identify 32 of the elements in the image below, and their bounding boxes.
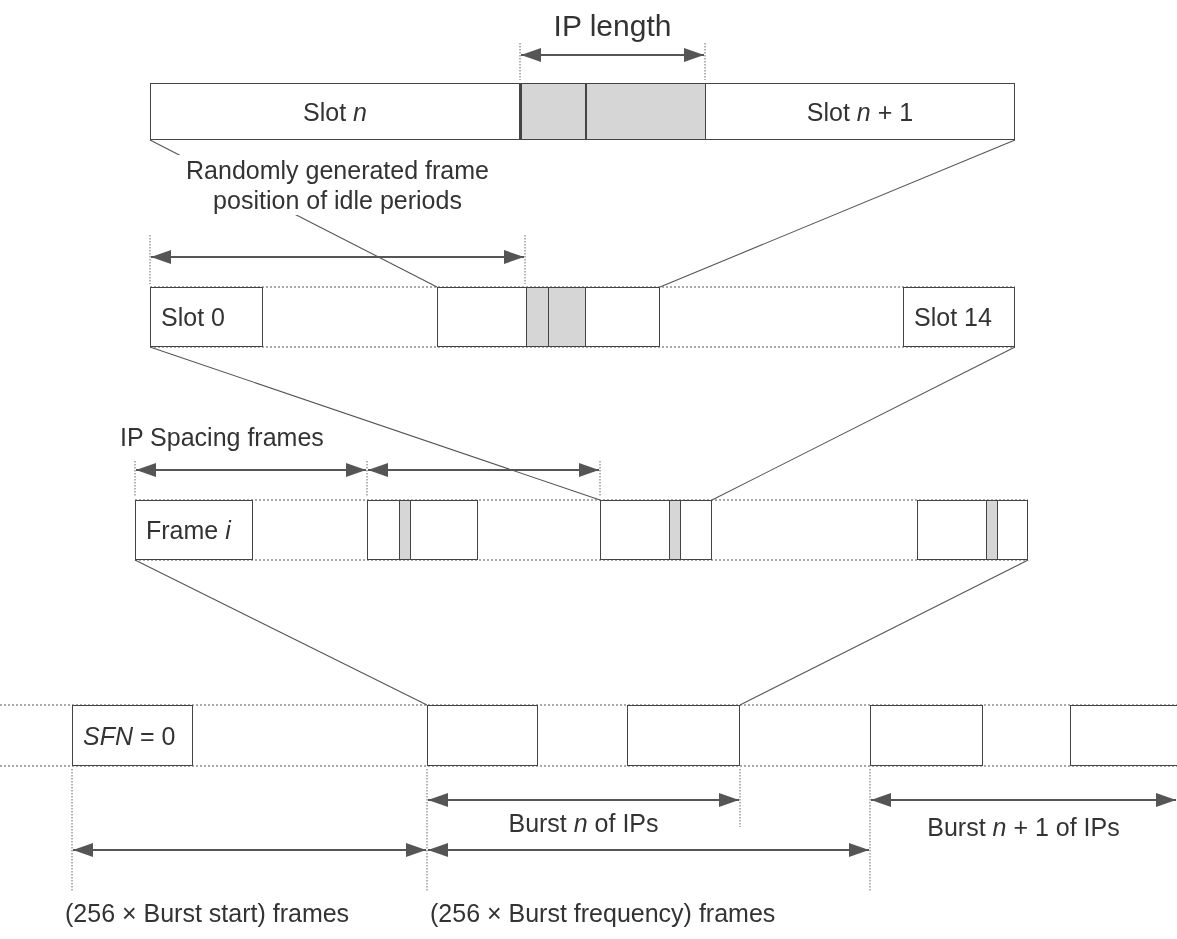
slot-box bbox=[150, 83, 520, 140]
zoom-line bbox=[739, 559, 1029, 706]
frame-box bbox=[1070, 705, 1177, 766]
zoom-line bbox=[134, 559, 428, 706]
slot-label: Slot n bbox=[303, 97, 367, 126]
dimension-label: (256 × Burst start) frames bbox=[65, 898, 350, 928]
zoom-line bbox=[149, 346, 601, 501]
slot-label: Frame i bbox=[146, 515, 231, 545]
slot-box bbox=[72, 705, 193, 766]
frame-box bbox=[600, 500, 712, 560]
dimension-label: Burst n of IPs bbox=[507, 808, 660, 838]
zoom-line bbox=[659, 139, 1016, 288]
dimension-label: IP length bbox=[552, 8, 673, 44]
frame-box bbox=[870, 705, 983, 766]
frame-box bbox=[367, 500, 478, 560]
frame-box bbox=[520, 83, 705, 140]
slot-box bbox=[150, 287, 263, 347]
dimension-label: IP Spacing frames bbox=[120, 422, 324, 452]
frame-box bbox=[917, 500, 1028, 560]
dimension-label: Burst n + 1 of IPs bbox=[926, 812, 1121, 842]
slot-label: Slot n + 1 bbox=[806, 97, 914, 126]
slot-box bbox=[903, 287, 1015, 347]
zoom-line bbox=[711, 346, 1016, 501]
frame-box bbox=[437, 287, 660, 347]
frame-box bbox=[427, 705, 538, 766]
slot-box bbox=[705, 83, 1015, 140]
slot-label: Slot 0 bbox=[161, 302, 225, 332]
slot-box bbox=[135, 500, 253, 560]
slot-label: SFN = 0 bbox=[83, 721, 176, 750]
dimension-label: (256 × Burst frequency) frames bbox=[430, 898, 776, 928]
slot-label: Slot 14 bbox=[914, 302, 992, 332]
frame-box bbox=[627, 705, 740, 766]
